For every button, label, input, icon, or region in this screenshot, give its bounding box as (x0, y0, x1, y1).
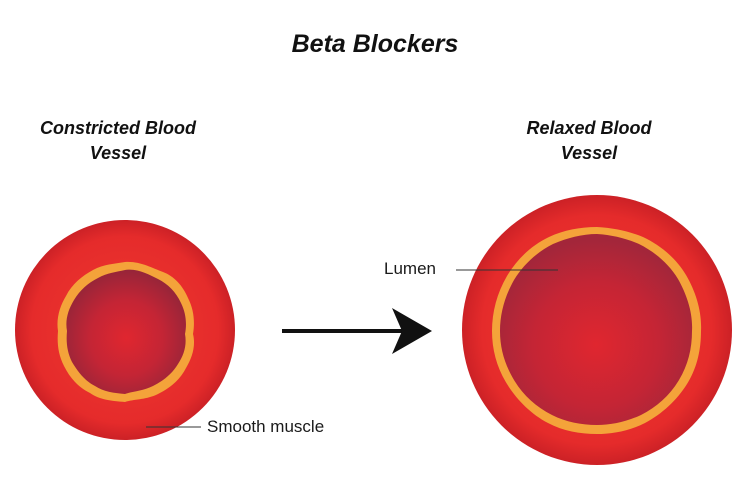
smooth-muscle-label: Smooth muscle (207, 417, 325, 436)
diagram-title: Beta Blockers (291, 30, 459, 58)
relaxed-vessel-heading-line2: Vessel (560, 143, 618, 163)
constricted-vessel-heading-line1: Constricted Blood (40, 118, 196, 138)
lumen-label: Lumen (384, 259, 436, 278)
right-arrow-icon (282, 308, 432, 354)
constricted-vessel-lumen (66, 269, 186, 394)
relaxed-vessel-heading-line1: Relaxed Blood (526, 118, 652, 138)
constricted-vessel-heading: Constricted Blood Vessel (0, 116, 248, 166)
relaxed-vessel-lumen (500, 234, 693, 425)
relaxed-vessel (462, 195, 732, 465)
constricted-vessel-heading-line2: Vessel (89, 143, 147, 163)
constricted-vessel (15, 220, 235, 440)
relaxed-vessel-heading: Relaxed Blood Vessel (459, 116, 719, 166)
